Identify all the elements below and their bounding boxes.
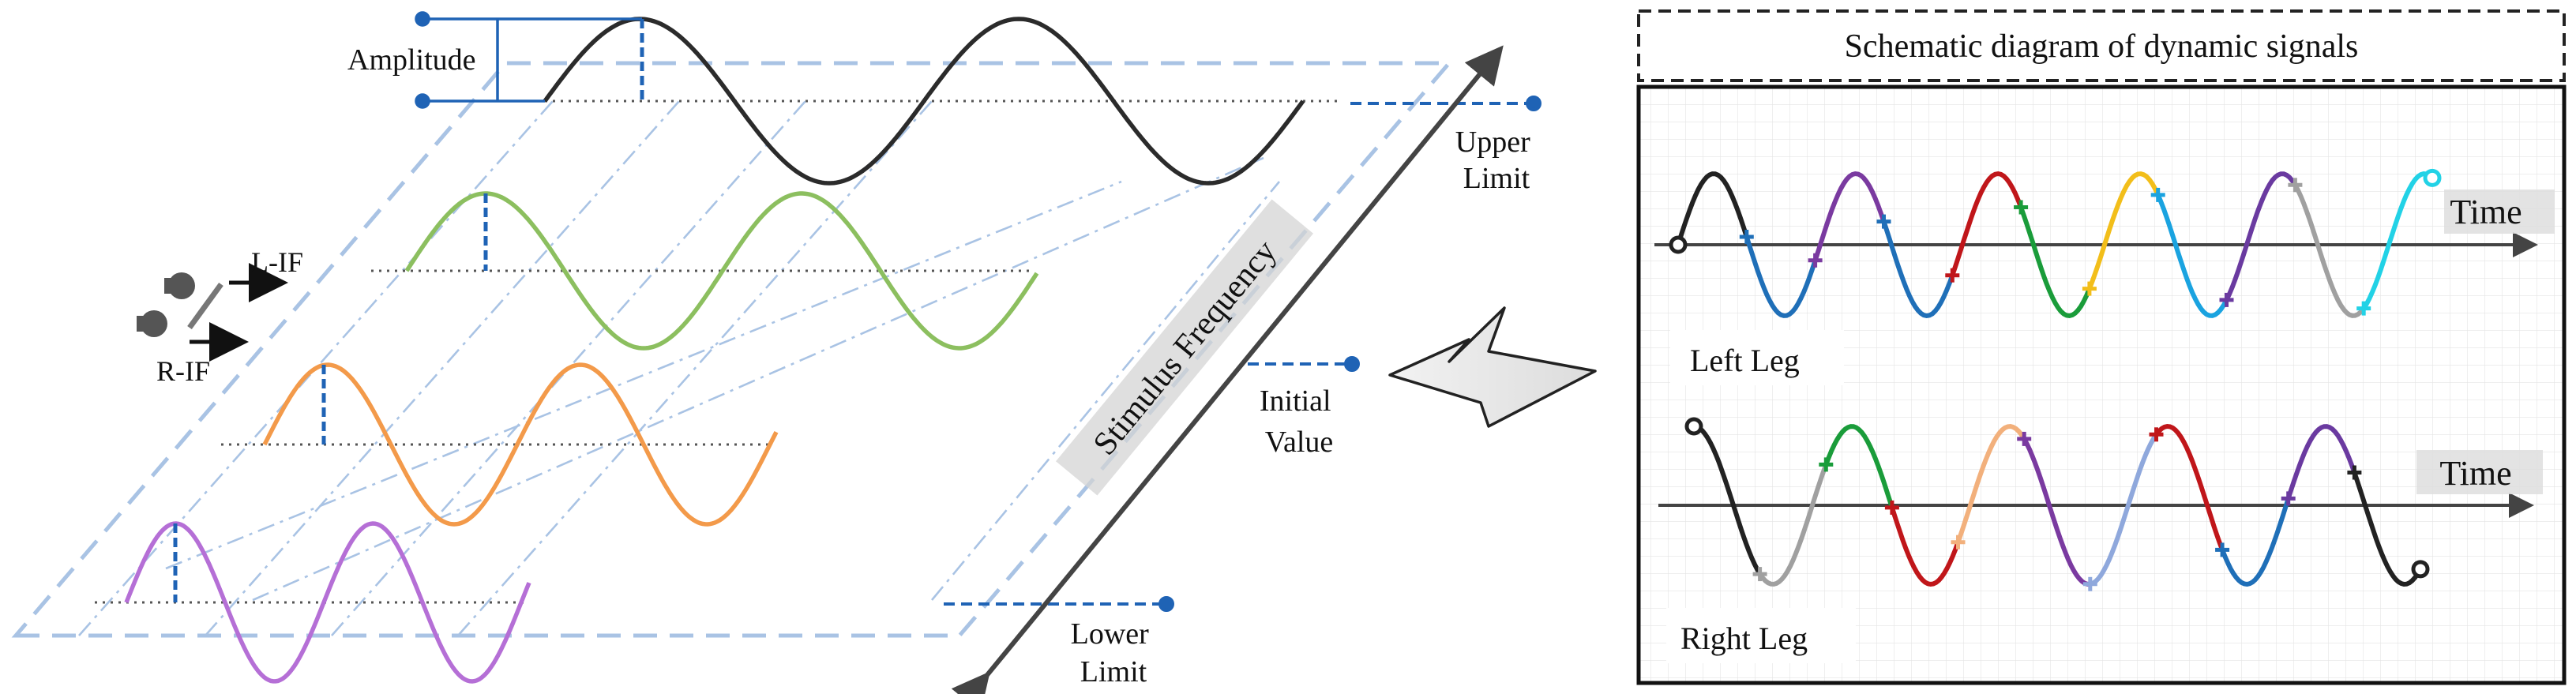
- initial-value-label: Initial Value: [1260, 385, 1339, 459]
- stimulus-planes: [11, 61, 1454, 638]
- signal-end-point: [2411, 560, 2430, 579]
- wave-initial-value: [262, 362, 779, 527]
- l-if-label: L-IF: [251, 246, 303, 278]
- amplitude-markers: [173, 19, 644, 602]
- signal-segment: [2224, 171, 2298, 302]
- left-leg-signal: [1669, 168, 2442, 319]
- r-if-label: R-IF: [156, 355, 210, 387]
- signal-segment: [2022, 436, 2093, 587]
- signal-start-point: [1669, 235, 1688, 254]
- time-label-bg-left: [2444, 189, 2555, 234]
- signal-segment: [1881, 219, 1955, 319]
- wave-upper-limit: [543, 17, 1305, 186]
- wave-baselines: [95, 99, 1342, 604]
- signal-segment: [2154, 423, 2225, 553]
- signal-segment: [1757, 462, 1829, 587]
- plane-outline: [11, 61, 1454, 638]
- signal-segment: [2292, 182, 2367, 318]
- signal-segment: [2086, 171, 2161, 291]
- signal-segment: [2087, 432, 2159, 587]
- sine-waves: [124, 17, 1305, 684]
- amplitude-label: Amplitude: [347, 43, 476, 77]
- signal-end-point: [2423, 168, 2442, 187]
- signal-segment: [2155, 192, 2229, 318]
- left-leg-label-bg: [1670, 330, 1844, 385]
- wave-lower-limit: [124, 521, 531, 684]
- sensor-icon: [137, 272, 223, 337]
- title-box: [1637, 9, 2566, 82]
- time-label-bg-right: [2416, 450, 2543, 494]
- signal-segment: [1950, 171, 2024, 278]
- upper-limit-label: Upper Limit: [1455, 126, 1538, 195]
- time-label-right-leg: Time: [2439, 454, 2511, 493]
- signal-segment: [1889, 505, 1961, 587]
- time-label-left-leg: Time: [2450, 193, 2522, 231]
- panel-title: Schematic diagram of dynamic signals: [1845, 28, 2359, 65]
- plane-guides: [78, 100, 1281, 636]
- stimulus-frequency-shadow: [1056, 199, 1313, 496]
- signal-segment: [2220, 496, 2291, 587]
- signal-segment: [1744, 234, 1818, 318]
- wave-level-2: [404, 191, 1039, 351]
- right-leg-label: Right Leg: [1680, 621, 1808, 656]
- stimulus-frequency-axis: [951, 45, 1504, 694]
- signal-segment: [1812, 171, 1887, 263]
- signal-segment: [2361, 171, 2435, 311]
- signal-segment: [1955, 423, 2027, 545]
- lower-limit-label: Lower Limit: [1071, 617, 1157, 688]
- signal-segment: [2352, 470, 2423, 587]
- signal-start-point: [1684, 417, 1703, 436]
- left-leg-label: Left Leg: [1690, 343, 1800, 378]
- signal-segment: [2285, 424, 2357, 501]
- signal-segment: [1823, 424, 1894, 510]
- signal-segment: [1676, 171, 1749, 247]
- amplitude-bracket: [415, 11, 642, 109]
- right-leg-label-bg: [1666, 608, 1856, 663]
- signal-segment: [2018, 204, 2092, 319]
- right-leg-signal: [1684, 417, 2430, 591]
- signal-segment: [1692, 424, 1763, 577]
- transition-arrow: [1388, 306, 1597, 428]
